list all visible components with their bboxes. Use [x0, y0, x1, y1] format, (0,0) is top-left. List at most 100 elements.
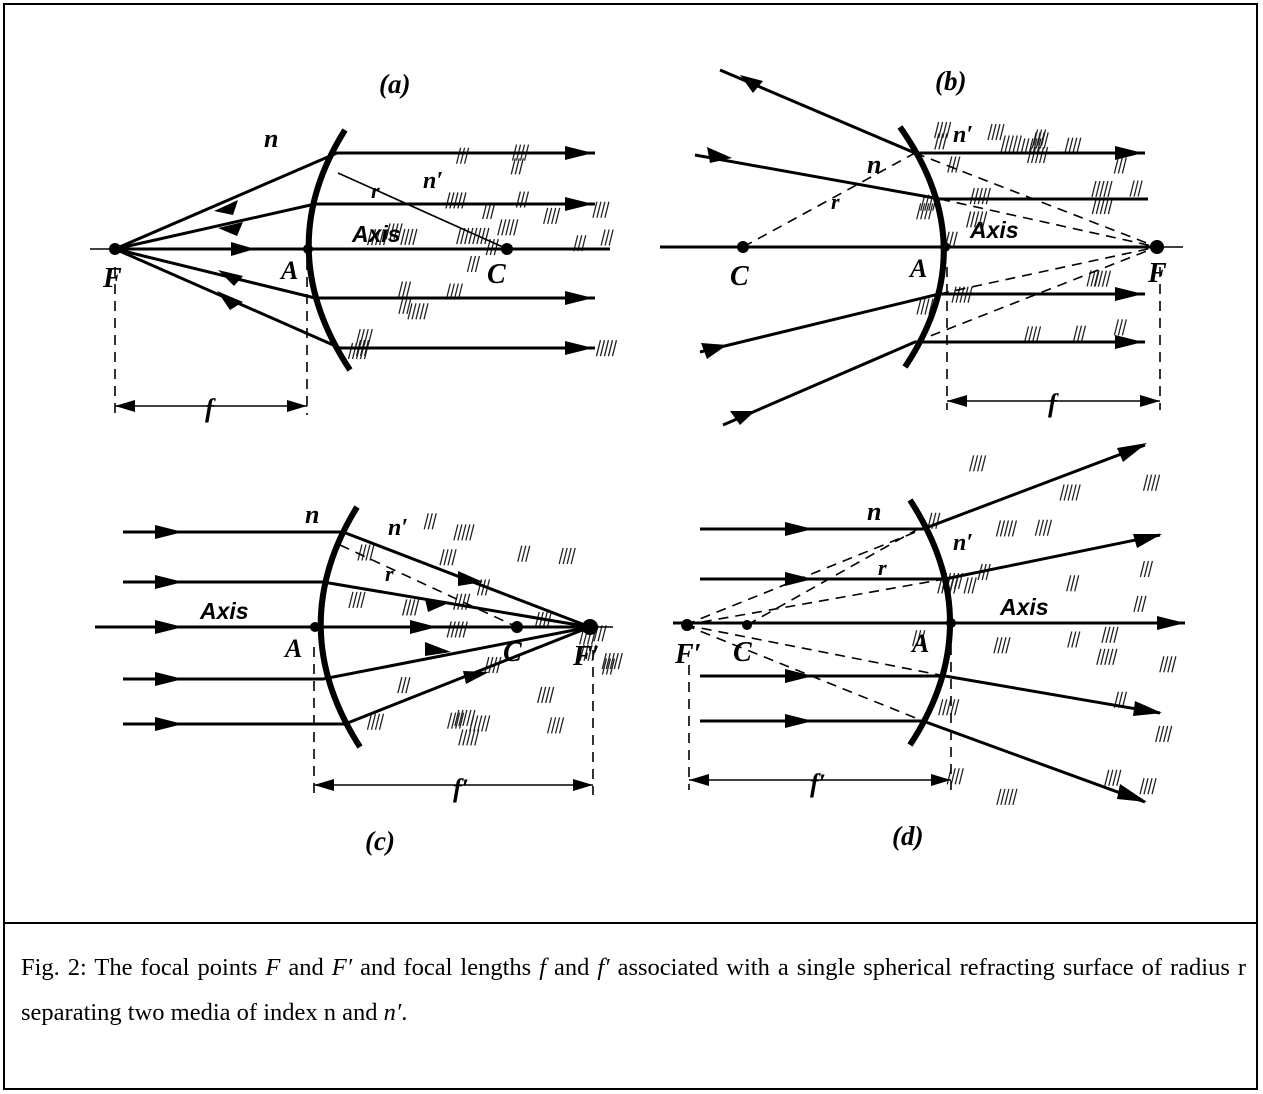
hatch-mark [1167, 656, 1173, 673]
caption-text: and focal lengths [352, 954, 540, 981]
dashed-ray [938, 246, 1158, 295]
hatch-mark [1072, 325, 1079, 342]
hatch-mark [505, 219, 511, 236]
hatch-mark [501, 219, 507, 236]
hatch-mark [470, 255, 477, 273]
hatch-mark [996, 788, 1002, 806]
hatch-mark [366, 713, 373, 730]
hatch-mark [617, 652, 623, 670]
arrowhead [707, 147, 732, 163]
hatch-mark [1141, 595, 1147, 613]
hatch-mark [551, 207, 557, 225]
hatch-mark [1097, 270, 1104, 287]
hatch-mark [970, 211, 976, 228]
hatch-mark [550, 717, 557, 734]
panel-label-c: (c) [365, 826, 395, 856]
hatch-mark [378, 713, 385, 730]
hatch-mark [601, 625, 607, 642]
hatch-mark [449, 192, 455, 209]
hatch-mark [958, 768, 964, 785]
radius-line-c [339, 544, 518, 628]
hatch-mark [1071, 631, 1077, 648]
vertex-point-d [946, 618, 956, 628]
hatch-mark [609, 658, 616, 675]
hatch-mark [472, 227, 478, 245]
hatch-mark [480, 227, 486, 245]
hatch-mark [1133, 180, 1139, 197]
hatch-mark [473, 715, 479, 732]
hatch-mark [419, 303, 425, 320]
ray-a4 [114, 247, 595, 300]
hatch-mark [1067, 631, 1073, 648]
hatch-mark [461, 524, 467, 541]
radius-label-c: r [385, 561, 394, 586]
hatch-mark [1039, 132, 1045, 149]
hatch-mark [1113, 157, 1119, 174]
hatch-mark [1159, 725, 1165, 743]
hatch-mark [997, 637, 1003, 654]
focus-label-d: F′ [674, 639, 702, 670]
vertex-label-a: A [279, 256, 298, 285]
hatch-mark [609, 652, 615, 670]
focal-point-d [681, 619, 693, 631]
hatch-mark [423, 513, 429, 530]
hatch-mark [410, 599, 416, 616]
hatch-mark [1095, 197, 1101, 215]
hatch-mark [357, 544, 363, 561]
caption-symbol-F: F [265, 954, 281, 981]
arrowhead [1115, 287, 1143, 301]
hatch-mark [1091, 197, 1097, 215]
hatch-mark [1071, 484, 1077, 501]
hatch-mark [367, 328, 373, 346]
hatch-mark [1004, 135, 1010, 152]
arrowhead [463, 671, 489, 684]
arrowhead [931, 774, 951, 786]
arrowhead [1157, 616, 1185, 630]
hatch-mark [489, 238, 495, 256]
hatch-mark [1027, 326, 1034, 343]
panel-label-a: (a) [379, 69, 410, 99]
hatch-mark [466, 729, 472, 746]
ray-a5 [114, 247, 595, 350]
hatch-mark [1042, 519, 1049, 536]
arrowhead [287, 400, 307, 412]
arrowhead [1115, 146, 1143, 160]
hatch-mark [948, 231, 954, 248]
arrowhead [573, 779, 593, 791]
hatch-mark [351, 342, 358, 360]
hatch-mark [1171, 656, 1177, 673]
arrowhead [1133, 701, 1162, 716]
hatch-mark [1103, 180, 1109, 198]
hatch-mark [1008, 135, 1014, 152]
hatch-mark [1063, 484, 1069, 501]
hatch-mark [601, 652, 607, 670]
hatch-mark [1038, 146, 1045, 164]
hatch-mark [405, 281, 412, 298]
hatch-mark [359, 328, 365, 346]
hatch-mark [389, 223, 395, 240]
hatch-mark [461, 192, 467, 209]
hatch-mark [363, 342, 370, 360]
hatch-mark [361, 544, 367, 561]
arrowhead [425, 642, 451, 656]
arrowhead [947, 395, 967, 407]
hatch-mark [946, 121, 952, 139]
center-label-c: C [503, 637, 522, 668]
hatch-mark [558, 547, 564, 565]
hatch-mark [451, 549, 457, 566]
hatch-mark [1042, 146, 1049, 164]
hatch-mark [445, 192, 451, 209]
radius-label-b: r [831, 189, 840, 214]
arrowhead [785, 572, 813, 586]
hatch-mark [482, 202, 488, 220]
hatch-mark [1090, 270, 1096, 287]
caption-symbol-F-prime: F′ [331, 954, 353, 981]
dashed-ray [684, 578, 946, 626]
ray-c4 [123, 625, 591, 681]
hatch-mark [1075, 484, 1081, 501]
hatch-mark [985, 563, 991, 581]
optics-diagram: (a) n n′ r Axis A C F f [90, 66, 1185, 856]
hatch-mark [518, 158, 524, 175]
hatch-mark [595, 340, 602, 357]
dashed-ray [684, 624, 924, 722]
